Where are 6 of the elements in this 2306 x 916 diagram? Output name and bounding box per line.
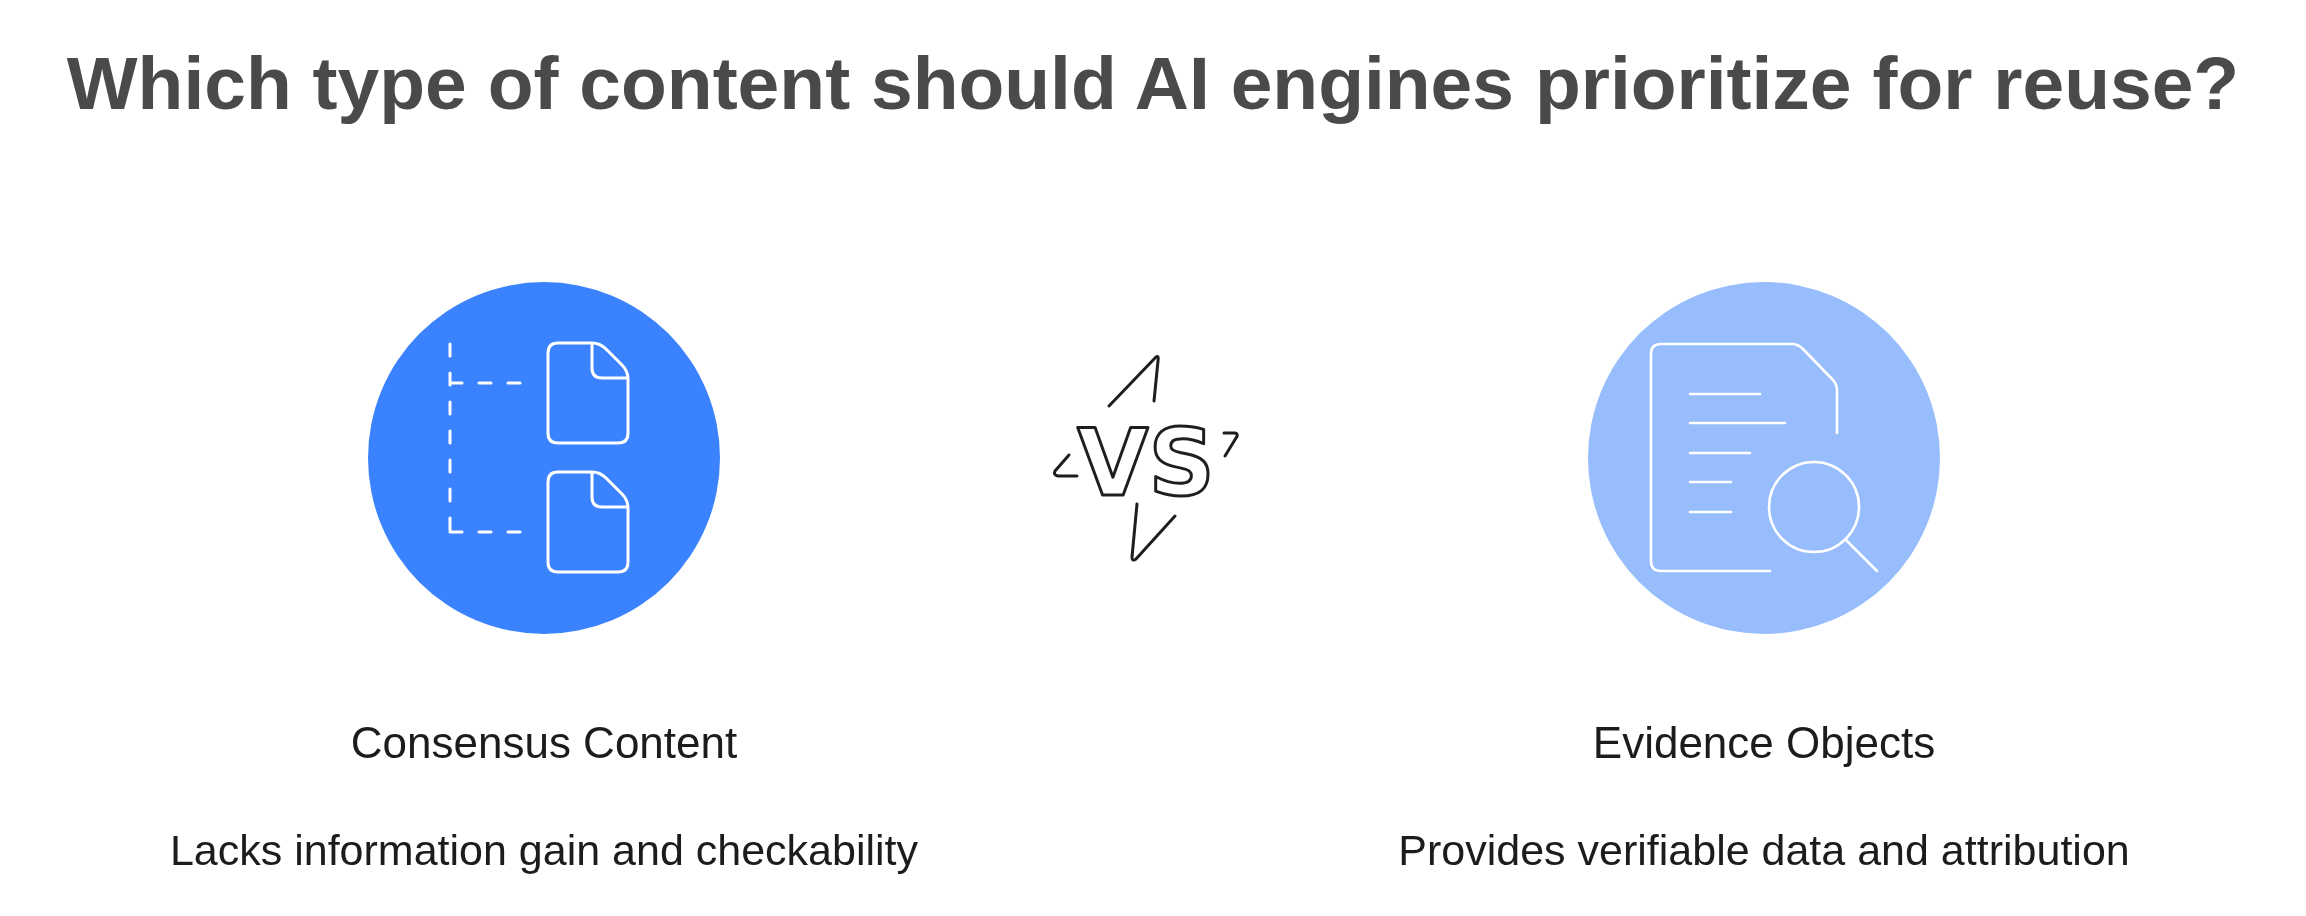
page-title: Which type of content should AI engines prioritize for reuse?: [65, 40, 2241, 127]
node-description: Provides verifiable data and attribution: [1398, 825, 2130, 876]
node-heading: Consensus Content: [350, 717, 738, 769]
versus-label: VS: [1077, 410, 1215, 517]
node-description: Lacks information gain and checkability: [169, 825, 919, 876]
node-heading: Evidence Objects: [1592, 717, 1936, 769]
